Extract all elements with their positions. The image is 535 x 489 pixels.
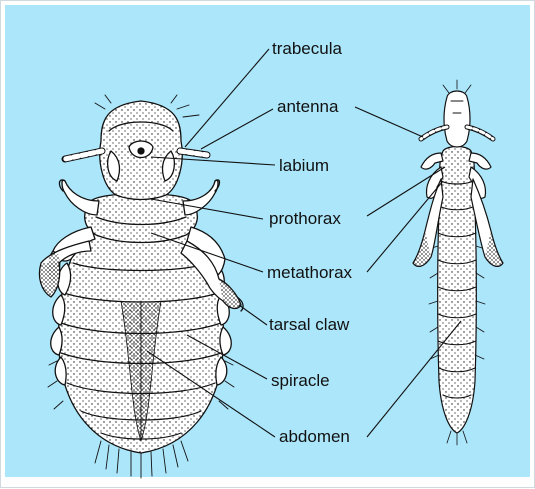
label-labium: labium — [279, 156, 329, 176]
right-louse — [413, 80, 503, 445]
label-abdomen: abdomen — [279, 427, 350, 447]
label-prothorax: prothorax — [269, 209, 341, 229]
label-tarsal-claw: tarsal claw — [269, 315, 349, 335]
label-spiracle: spiracle — [271, 371, 330, 391]
label-antenna: antenna — [277, 97, 338, 117]
leader-antenna-right — [355, 107, 423, 137]
leader-tarsal-claw — [239, 305, 267, 325]
label-trabecula: trabecula — [272, 39, 342, 59]
left-louse — [39, 95, 243, 478]
leader-trabecula — [185, 49, 269, 147]
label-metathorax: metathorax — [267, 263, 352, 283]
